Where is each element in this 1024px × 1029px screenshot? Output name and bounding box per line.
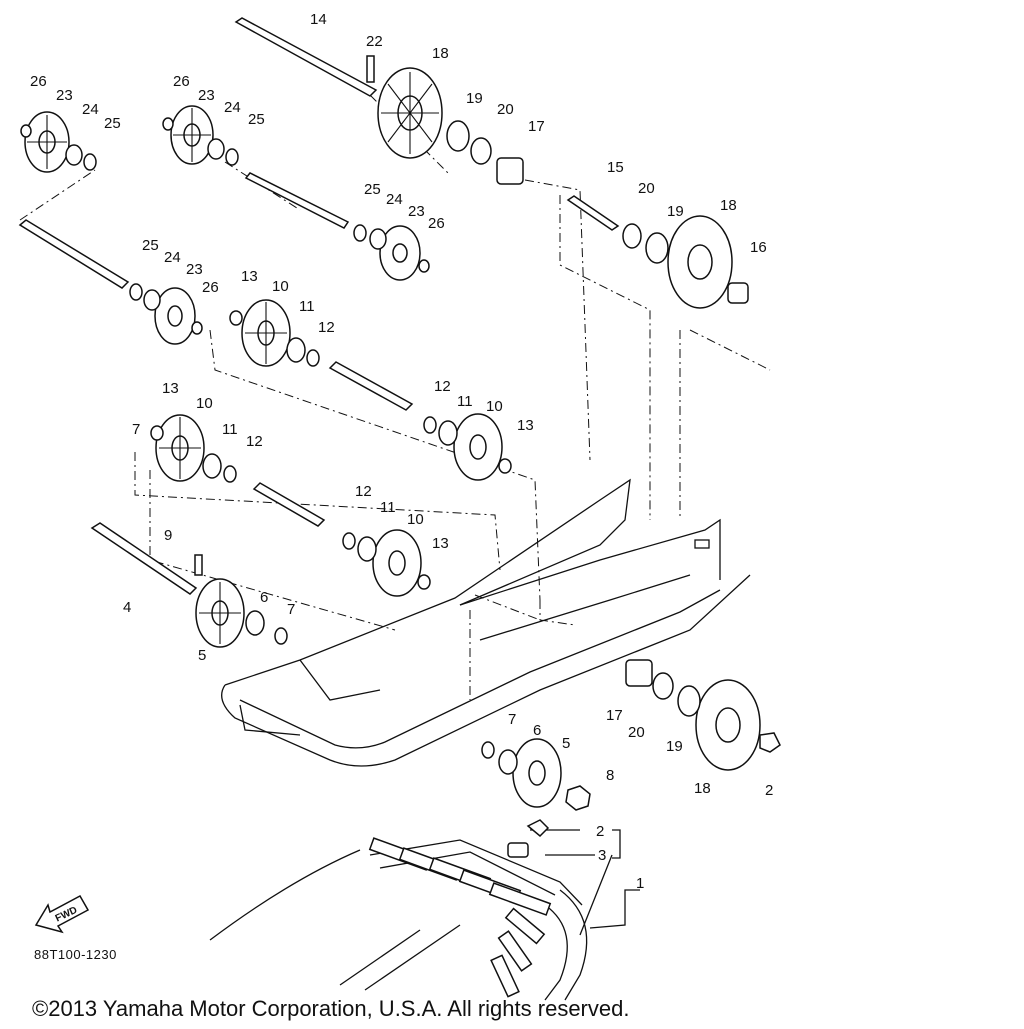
wheel-10-c: [453, 413, 503, 481]
callout-26: 26: [202, 279, 219, 296]
small-parts: [20, 117, 781, 858]
wheel-23-mid: [379, 225, 421, 281]
callout-8: 8: [606, 767, 614, 784]
callout-25: 25: [142, 237, 159, 254]
callout-18: 18: [720, 197, 737, 214]
callout-6: 6: [260, 589, 268, 606]
callout-17: 17: [606, 707, 623, 724]
wheels: [24, 67, 761, 808]
wheel-18-right: [667, 215, 733, 309]
callout-23: 23: [198, 87, 215, 104]
callout-11: 11: [457, 393, 473, 410]
callout-23: 23: [56, 87, 73, 104]
wheel-23-upper-left: [24, 111, 70, 173]
callout-14: 14: [310, 11, 327, 28]
callout-26: 26: [428, 215, 445, 232]
track-cleats: [368, 837, 552, 998]
callout-15: 15: [607, 159, 624, 176]
callout-23: 23: [186, 261, 203, 278]
callout-10: 10: [486, 398, 503, 415]
callout-20: 20: [628, 724, 645, 741]
wheel-18-top: [377, 67, 443, 159]
wheel-18-bottom: [695, 679, 761, 771]
callout-26: 26: [30, 73, 47, 90]
wheel-23-upper-mid: [170, 105, 214, 165]
wheel-5-left: [195, 578, 245, 648]
callout-7: 7: [287, 601, 295, 618]
callout-2: 2: [765, 782, 773, 799]
wheel-10-d: [372, 529, 422, 597]
callout-25: 25: [248, 111, 265, 128]
callout-9: 9: [164, 527, 172, 544]
callout-11: 11: [222, 421, 238, 438]
callout-6: 6: [533, 722, 541, 739]
callout-25: 25: [364, 181, 381, 198]
wheel-23-left: [154, 287, 196, 345]
callout-22: 22: [366, 33, 383, 50]
callout-12: 12: [434, 378, 451, 395]
callout-10: 10: [196, 395, 213, 412]
callout-3: 3: [598, 847, 606, 864]
callout-12: 12: [355, 483, 372, 500]
callout-23: 23: [408, 203, 425, 220]
callout-7: 7: [132, 421, 140, 438]
wheel-10-b: [155, 414, 205, 482]
callout-25: 25: [104, 115, 121, 132]
callout-4: 4: [123, 599, 131, 616]
callout-11: 11: [299, 298, 315, 315]
callout-10: 10: [407, 511, 424, 528]
callout-20: 20: [497, 101, 514, 118]
callout-2: 2: [596, 823, 604, 840]
wheel-10-a: [241, 299, 291, 367]
callout-13: 13: [432, 535, 449, 552]
callout-5: 5: [562, 735, 570, 752]
shafts: [18, 17, 620, 595]
callout-13: 13: [241, 268, 258, 285]
copyright-notice: ©2013 Yamaha Motor Corporation, U.S.A. A…: [32, 996, 630, 1021]
callout-18: 18: [432, 45, 449, 62]
callouts: 14 22 18 19 20 17 26 23 24 25 26 23 24 2…: [30, 11, 773, 892]
callout-18: 18: [694, 780, 711, 797]
suspension-frame: [221, 478, 751, 767]
part-code-label: 88T100-1230: [34, 947, 117, 962]
callout-1: 1: [636, 875, 644, 892]
callout-19: 19: [667, 203, 684, 220]
callout-24: 24: [164, 249, 181, 266]
callout-26: 26: [173, 73, 190, 90]
callout-7: 7: [508, 711, 516, 728]
wheel-5-right: [512, 738, 562, 808]
callout-24: 24: [386, 191, 403, 208]
callout-20: 20: [638, 180, 655, 197]
callout-17: 17: [528, 118, 545, 135]
callout-5: 5: [198, 647, 206, 664]
callout-19: 19: [666, 738, 683, 755]
callout-12: 12: [246, 433, 263, 450]
callout-16: 16: [750, 239, 767, 256]
callout-10: 10: [272, 278, 289, 295]
callout-13: 13: [162, 380, 179, 397]
track-belt: [209, 837, 588, 1001]
callout-24: 24: [82, 101, 99, 118]
callout-11: 11: [380, 499, 396, 516]
fwd-arrow-icon: FWD: [34, 894, 90, 934]
callout-24: 24: [224, 99, 241, 116]
callout-19: 19: [466, 90, 483, 107]
callout-12: 12: [318, 319, 335, 336]
callout-13: 13: [517, 417, 534, 434]
